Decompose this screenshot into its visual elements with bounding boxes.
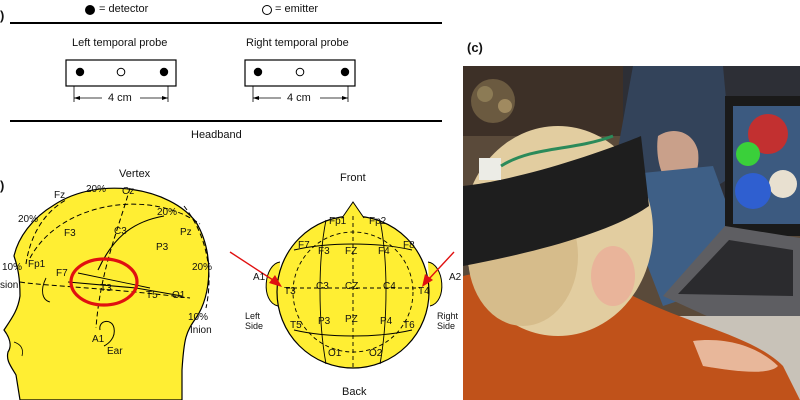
- headband-label: Headband: [191, 129, 242, 141]
- top-p3: P3: [318, 316, 331, 327]
- top-o2: O2: [369, 348, 383, 359]
- right-detector-1: [253, 67, 263, 77]
- photo-infant-with-probe: [463, 66, 800, 400]
- top-divider: [10, 22, 442, 24]
- side-head-outline: [3, 187, 210, 400]
- side-a1: A1: [92, 334, 105, 345]
- top-f7: F7: [298, 240, 310, 251]
- side-nasion: sion: [0, 280, 19, 291]
- top-f3: F3: [318, 246, 330, 257]
- side-pct-nasion: 10%: [2, 262, 23, 273]
- side-inion: Inion: [190, 325, 212, 336]
- side-p3: P3: [156, 242, 169, 253]
- top-right-side-label: Right Side: [437, 311, 458, 331]
- side-pct-top-left: 20%: [86, 184, 107, 195]
- legend-detector-dot-icon: [85, 5, 95, 15]
- top-t5: T5: [290, 320, 302, 331]
- side-pz: Pz: [180, 227, 192, 238]
- side-fp1: Fp1: [28, 259, 46, 270]
- top-front-label: Front: [340, 172, 366, 184]
- top-fp1: Fp1: [329, 216, 347, 227]
- left-side-word-1: Left: [245, 311, 261, 321]
- legend-detector: = detector: [99, 3, 149, 15]
- vertex-label: Vertex: [119, 168, 151, 180]
- side-o1: O1: [172, 290, 186, 301]
- top-head-diagram: [229, 201, 455, 369]
- top-c4: C4: [383, 281, 396, 292]
- top-f4: F4: [378, 246, 390, 257]
- side-fz: Fz: [54, 190, 66, 201]
- left-detector-2: [159, 67, 169, 77]
- top-t4: T4: [418, 286, 430, 297]
- legend-emitter: = emitter: [275, 3, 319, 15]
- side-pct-inion: 10%: [188, 312, 209, 323]
- headband-line: [10, 120, 442, 122]
- ear-outline: [99, 321, 115, 347]
- left-arrow: [229, 251, 277, 283]
- top-back-label: Back: [342, 386, 367, 398]
- left-detector-1: [75, 67, 85, 77]
- side-t3: T3: [100, 283, 112, 294]
- right-probe-title: Right temporal probe: [246, 37, 349, 49]
- nose-shape: [341, 201, 365, 219]
- top-f8: F8: [403, 240, 415, 251]
- top-pz: PZ: [345, 314, 358, 325]
- top-p4: P4: [380, 316, 393, 327]
- side-pct-right: 20%: [192, 262, 213, 273]
- panel-c-label: (c): [467, 40, 483, 55]
- side-c3: C3: [114, 226, 127, 237]
- highlight-ring: [69, 257, 139, 307]
- top-a2: A2: [449, 272, 462, 283]
- top-fz: FZ: [345, 246, 358, 257]
- top-o1: O1: [328, 348, 342, 359]
- side-f7: F7: [56, 268, 68, 279]
- top-fp2: Fp2: [369, 216, 387, 227]
- legend-emitter-circle-icon: [262, 5, 272, 15]
- top-t3: T3: [284, 286, 296, 297]
- left-emitter: [116, 67, 126, 77]
- side-pct-left: 20%: [18, 214, 39, 225]
- probe-diagram: [65, 59, 356, 102]
- panel-b-marker: ): [0, 178, 5, 193]
- left-distance-label: 4 cm: [108, 92, 132, 104]
- side-f3: F3: [64, 228, 76, 239]
- top-cz: CZ: [345, 281, 359, 292]
- side-t5: T5: [146, 290, 158, 301]
- top-a1: A1: [253, 272, 266, 283]
- photo-headband: [463, 136, 649, 266]
- right-emitter: [295, 67, 305, 77]
- right-side-word-2: Side: [437, 321, 456, 331]
- top-c3: C3: [316, 281, 329, 292]
- right-side-word-1: Right: [437, 311, 459, 321]
- side-ear: Ear: [107, 346, 123, 357]
- left-side-word-2: Side: [245, 321, 264, 331]
- left-probe-title: Left temporal probe: [72, 37, 168, 49]
- top-left-side-label: Left Side: [245, 311, 263, 331]
- photo-probe: [479, 158, 501, 180]
- side-cz: Cz: [122, 186, 135, 197]
- right-arrow: [427, 251, 455, 281]
- side-head-diagram: [3, 187, 210, 400]
- panel-a-marker: ): [0, 8, 5, 23]
- side-pct-top-right: 20%: [157, 207, 178, 218]
- right-distance-label: 4 cm: [287, 92, 311, 104]
- top-t6: T6: [403, 320, 415, 331]
- right-detector-2: [340, 67, 350, 77]
- right-ear-shape: [427, 261, 443, 307]
